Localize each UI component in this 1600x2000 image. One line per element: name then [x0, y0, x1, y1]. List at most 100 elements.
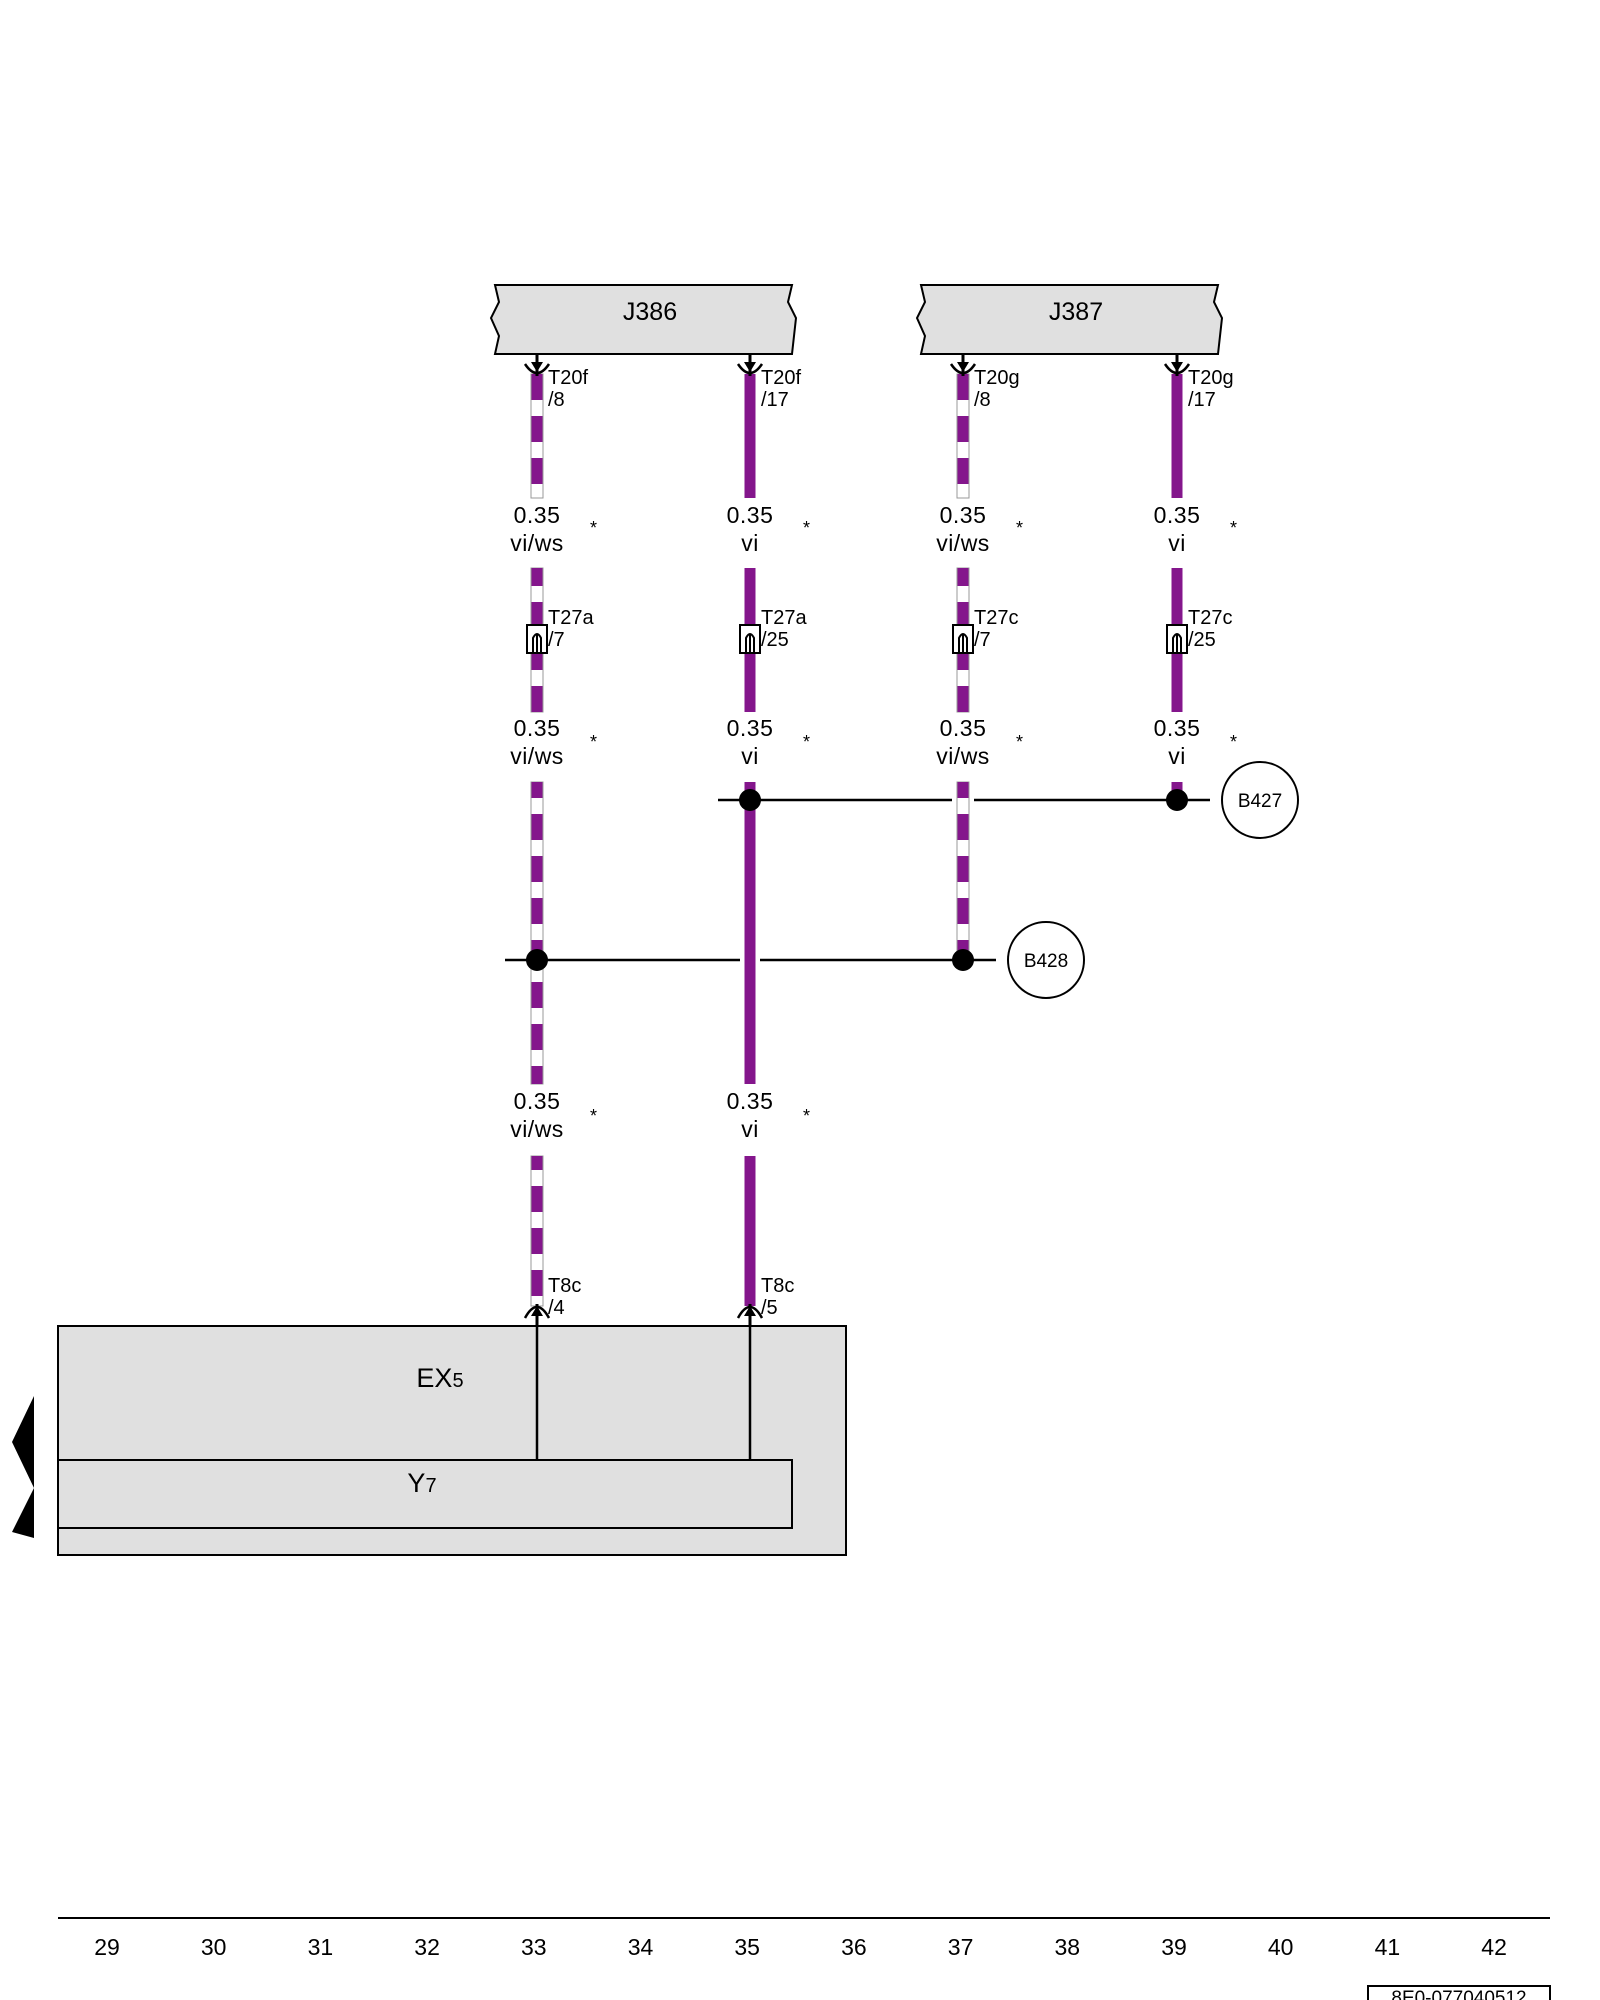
pin-connector-icon — [736, 1304, 764, 1326]
wire-color: vi/ws — [936, 530, 990, 556]
pin-t8c-4-connector: T8c — [548, 1275, 581, 1297]
pin-t20g-17-number: /17 — [1188, 389, 1216, 411]
wire-size: 0.35 — [727, 1088, 774, 1114]
wire-vi-ws-col37[interactable] — [956, 373, 970, 959]
internal-wiring — [535, 1326, 752, 1460]
pin-t20g-17-connector: T20g — [1188, 367, 1234, 389]
wire-mark: * — [803, 732, 810, 752]
pin-t20g-8-connector: T20g — [974, 367, 1020, 389]
wire-size: 0.35 — [514, 502, 561, 528]
wire-color: vi — [1168, 743, 1186, 769]
pin-t20f-8-number: /8 — [548, 389, 565, 411]
wire-size: 0.35 — [1154, 502, 1201, 528]
pin-t27a-7-number: /7 — [548, 629, 565, 651]
inline-connector-icon — [739, 624, 761, 654]
junction-bus-b428[interactable]: B428 — [505, 921, 1085, 999]
wire-mark: * — [590, 518, 597, 538]
pin-t27c-7-connector: T27c — [974, 607, 1018, 629]
column-number: 40 — [1268, 1934, 1294, 1960]
j387-number: 387 — [1061, 298, 1103, 326]
inline-connector-icon — [1166, 624, 1188, 654]
column-number: 38 — [1055, 1934, 1081, 1960]
wire-color: vi/ws — [510, 743, 564, 769]
wire-size: 0.35 — [1154, 715, 1201, 741]
pin-t27c-25-number: /25 — [1188, 629, 1216, 651]
column-number: 39 — [1161, 1934, 1187, 1960]
pin-connectors-top — [523, 354, 1191, 376]
pin-t8c-5-connector: T8c — [761, 1275, 794, 1297]
pin-t8c-5-number: /5 — [761, 1297, 778, 1319]
ex5-label: EX5 — [416, 1363, 463, 1393]
ex5-prefix: EX — [416, 1363, 452, 1393]
ex5-number: 5 — [452, 1370, 463, 1392]
continuation-arrow-icon — [12, 1396, 34, 1538]
doc-reference: 8E0-077040512 — [1367, 1985, 1551, 2000]
pin-connector-icon — [1163, 354, 1191, 376]
pin-t20f-17-connector: T20f — [761, 367, 801, 389]
y7-prefix: Y — [407, 1468, 425, 1498]
wire-mark: * — [1230, 732, 1237, 752]
wire-mark: * — [803, 518, 810, 538]
wire-mark: * — [1016, 518, 1023, 538]
j386-label: J386 — [623, 298, 677, 326]
junction-bus-b427[interactable]: B427 — [718, 761, 1299, 839]
column-number: 36 — [841, 1934, 867, 1960]
wire-size: 0.35 — [940, 502, 987, 528]
wire-mark: * — [1230, 518, 1237, 538]
wire-segments — [530, 373, 1183, 1307]
component-j387[interactable]: J387 — [915, 284, 1224, 355]
pin-connector-icon — [523, 354, 551, 376]
column-number: 41 — [1375, 1934, 1401, 1960]
doc-reference-number: 8E0-077040512 — [1391, 1988, 1526, 2000]
wire-size: 0.35 — [514, 715, 561, 741]
wire-mark: * — [1016, 732, 1023, 752]
pin-connector-icon — [736, 354, 764, 376]
column-number: 32 — [414, 1934, 440, 1960]
j386-number: 386 — [635, 298, 677, 326]
inline-connector-icon — [952, 624, 974, 654]
column-number: 30 — [201, 1934, 227, 1960]
pin-t20f-8-connector: T20f — [548, 367, 588, 389]
pin-t20f-17-number: /17 — [761, 389, 789, 411]
wire-size: 0.35 — [514, 1088, 561, 1114]
wire-size: 0.35 — [727, 715, 774, 741]
pin-t8c-4-number: /4 — [548, 1297, 565, 1319]
j387-label: J387 — [1049, 298, 1103, 326]
j386-prefix: J — [623, 298, 636, 326]
pin-t27c-7-number: /7 — [974, 629, 991, 651]
column-number: 37 — [948, 1934, 974, 1960]
wire-color: vi — [741, 1116, 759, 1142]
y7-label: Y7 — [407, 1468, 436, 1498]
pin-t27c-25-connector: T27c — [1188, 607, 1232, 629]
wire-mark: * — [590, 1106, 597, 1126]
component-y7[interactable]: Y7 — [57, 1459, 793, 1529]
pin-t27a-7-connector: T27a — [548, 607, 594, 629]
wire-color: vi/ws — [936, 743, 990, 769]
pin-connector-icon — [949, 354, 977, 376]
wire-size: 0.35 — [940, 715, 987, 741]
wire-mark: * — [803, 1106, 810, 1126]
column-number: 35 — [734, 1934, 760, 1960]
pin-labels: T20f /8 T20f /17 T20g /8 T20g /17 T27a /… — [548, 367, 1234, 1319]
junction-b427-label: B427 — [1238, 791, 1282, 812]
column-number: 33 — [521, 1934, 547, 1960]
junction-b428-label: B428 — [1024, 951, 1068, 972]
wire-mark: * — [590, 732, 597, 752]
column-number: 29 — [94, 1934, 120, 1960]
wire-color: vi — [741, 530, 759, 556]
inline-connector-icon — [526, 624, 548, 654]
component-j386[interactable]: J386 — [489, 284, 798, 355]
pin-connector-icon — [523, 1304, 551, 1326]
column-number: 34 — [628, 1934, 654, 1960]
wire-labels: 0.35 vi/ws * 0.35 vi * 0.35 vi/ws * 0.35… — [510, 502, 1237, 1142]
y7-number: 7 — [425, 1475, 436, 1497]
wire-color: vi — [1168, 530, 1186, 556]
wire-size: 0.35 — [727, 502, 774, 528]
pin-connectors-bottom — [523, 1304, 764, 1326]
pin-t27a-25-connector: T27a — [761, 607, 807, 629]
inline-connectors — [526, 624, 1188, 654]
column-number: 31 — [308, 1934, 334, 1960]
